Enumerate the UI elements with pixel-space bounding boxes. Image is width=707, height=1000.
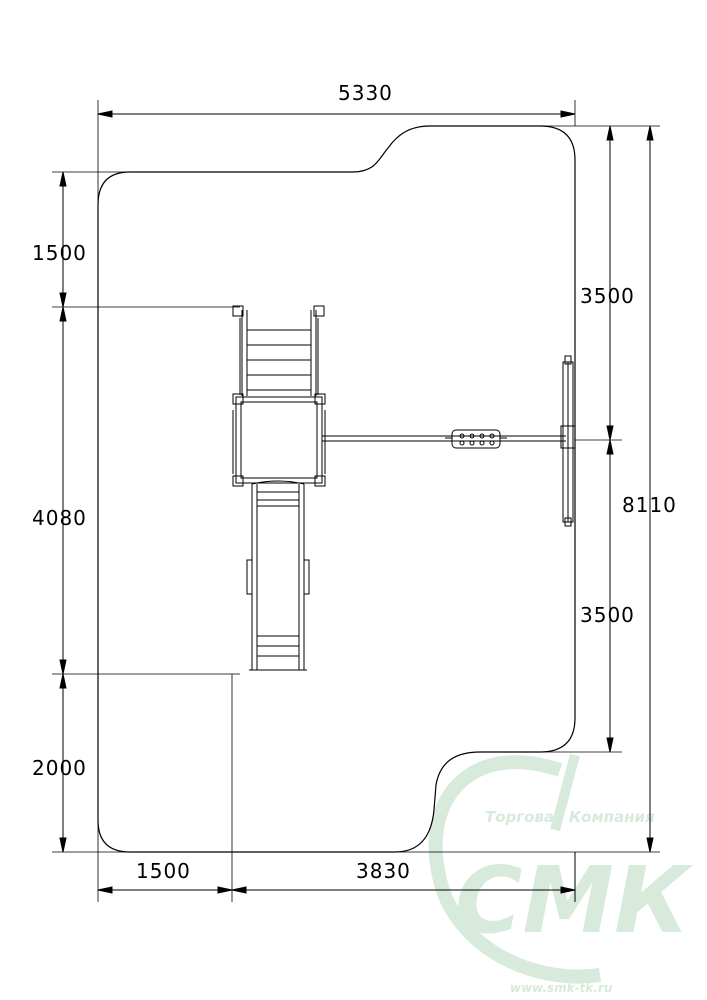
watermark-swoosh-icon-2 (550, 753, 580, 832)
dim-top-offset: 1500 (32, 241, 87, 265)
dim-right-span: 3830 (356, 859, 411, 883)
swing-frame (560, 355, 576, 527)
watermark-logo: СМК (455, 847, 693, 954)
dimension-lines (59, 110, 654, 902)
slide (246, 480, 310, 671)
dim-bottom-offset: 2000 (32, 756, 87, 780)
dim-swing-upper: 3500 (580, 284, 635, 308)
ladder (232, 305, 325, 396)
play-tower (232, 305, 326, 671)
watermark-url: www.smk-tk.ru (510, 981, 613, 995)
dimension-labels: 5330 1500 4080 2000 1500 3830 3500 3500 … (32, 81, 677, 883)
platform (232, 393, 326, 487)
dim-left-offset: 1500 (136, 859, 191, 883)
company-watermark: Торговая Компания СМК www.smk-tk.ru (428, 753, 693, 995)
watermark-tagline: Торговая Компания (485, 808, 655, 826)
dim-swing-lower: 3500 (580, 603, 635, 627)
safety-zone-outline (97, 125, 576, 853)
watermark-swoosh-icon (428, 755, 601, 984)
swing-seat (445, 429, 507, 449)
dim-tower-length: 4080 (32, 506, 87, 530)
dim-overall-width: 5330 (338, 81, 393, 105)
swing-set (322, 355, 576, 527)
extension-lines (52, 100, 660, 902)
dim-overall-length: 8110 (622, 493, 677, 517)
